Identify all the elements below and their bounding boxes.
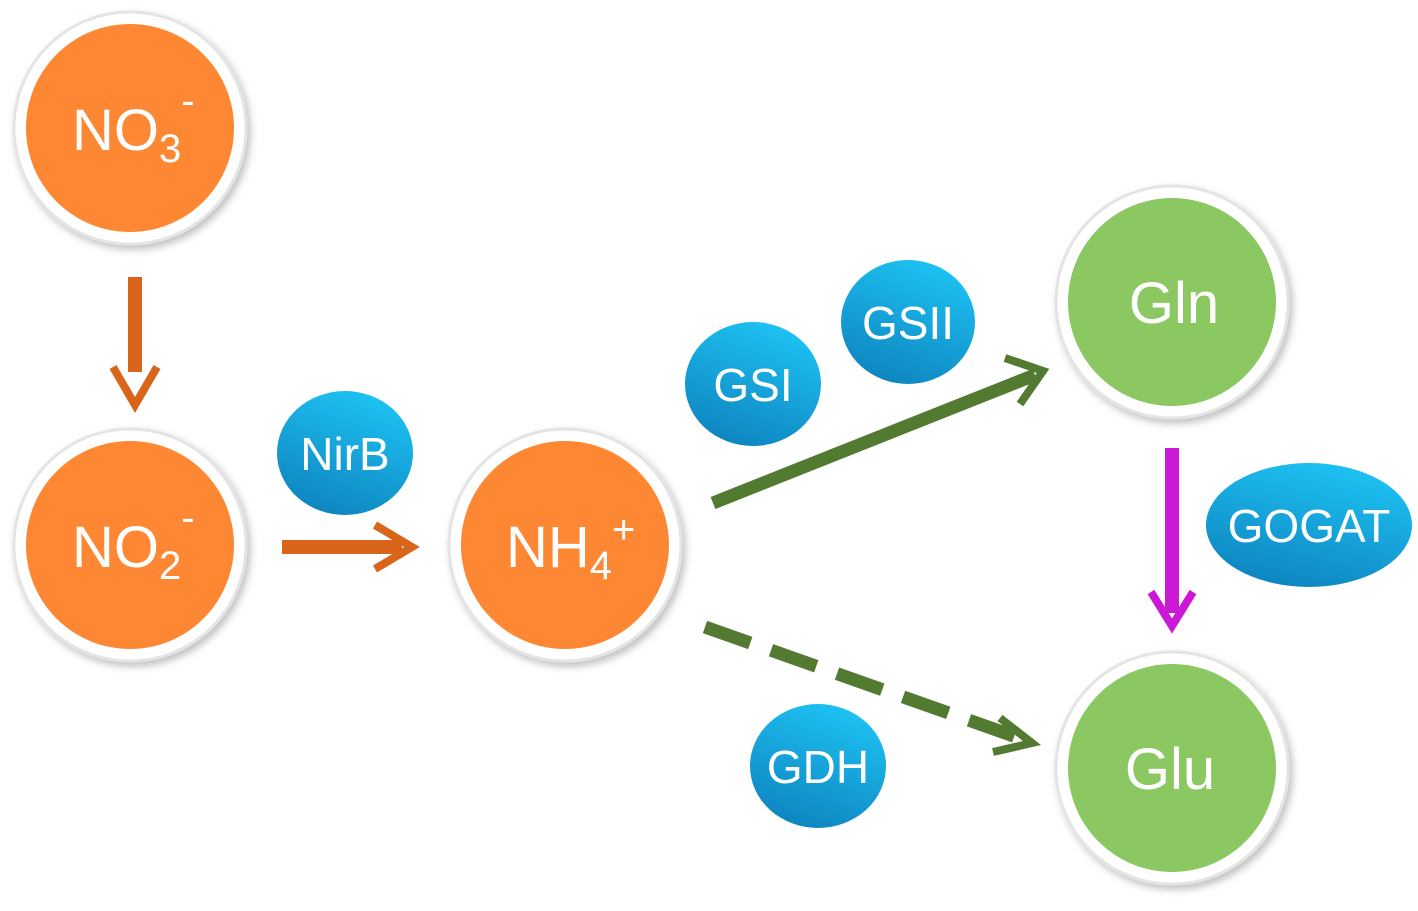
svg-text:NirB: NirB	[300, 428, 389, 480]
arrow-gln-to-glu	[1147, 448, 1197, 634]
arrow-nh4-to-gln	[710, 354, 1050, 510]
node-gln: Gln	[1054, 184, 1290, 420]
node-no2: NO2-	[12, 427, 248, 663]
svg-text:NH4+: NH4+	[506, 508, 635, 588]
svg-text:Glu: Glu	[1125, 737, 1215, 802]
enzyme-gdh: GDH	[750, 704, 886, 828]
node-nh4: NH4+	[447, 427, 683, 663]
svg-text:GSII: GSII	[862, 297, 954, 349]
node-no3: NO3-	[12, 10, 248, 246]
enzyme-gsi: GSI	[685, 322, 821, 446]
enzyme-gogat: GOGAT	[1206, 463, 1412, 587]
svg-text:GSI: GSI	[713, 359, 792, 411]
svg-text:GOGAT: GOGAT	[1228, 500, 1391, 552]
svg-text:NO2-: NO2-	[72, 496, 195, 588]
svg-text:Gln: Gln	[1129, 271, 1219, 336]
svg-text:NO3-: NO3-	[72, 79, 195, 171]
arrow-no2-to-nh4	[282, 521, 420, 573]
arrow-no3-to-no2	[109, 277, 161, 413]
enzyme-nirb: NirB	[277, 391, 413, 515]
enzyme-gsii: GSII	[841, 260, 975, 384]
node-glu: Glu	[1054, 650, 1290, 886]
svg-text:GDH: GDH	[767, 741, 869, 793]
arrow-nh4-to-glu-dashed	[702, 620, 1042, 756]
